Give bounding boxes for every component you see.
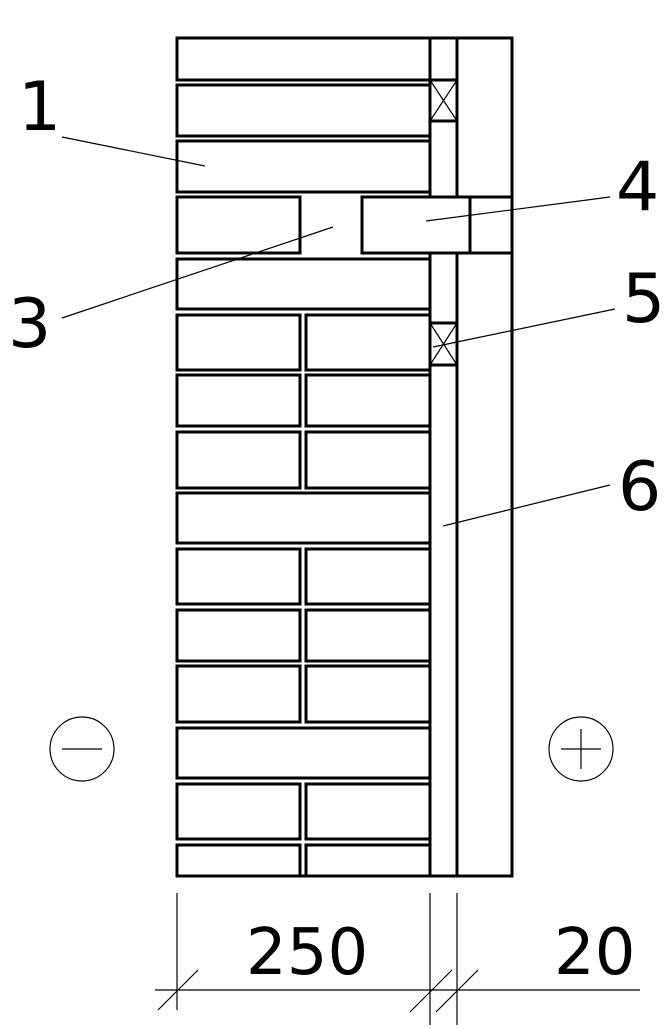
leader-lines bbox=[61, 136, 616, 527]
dimension-20: 20 bbox=[554, 916, 635, 990]
insulation-layer bbox=[455, 36, 514, 878]
label-3: 3 bbox=[8, 285, 51, 364]
label-4: 4 bbox=[616, 148, 659, 227]
callout-labels: 1 3 4 5 6 bbox=[8, 68, 665, 527]
label-5: 5 bbox=[622, 260, 665, 339]
dimension-250: 250 bbox=[246, 916, 368, 990]
brick-masonry bbox=[175, 36, 432, 878]
label-6: 6 bbox=[618, 448, 661, 527]
anchor-tie bbox=[360, 195, 514, 255]
plus-symbol bbox=[548, 716, 614, 782]
label-1: 1 bbox=[18, 68, 61, 147]
minus-symbol bbox=[49, 716, 115, 782]
dimension-lines bbox=[155, 893, 640, 1025]
